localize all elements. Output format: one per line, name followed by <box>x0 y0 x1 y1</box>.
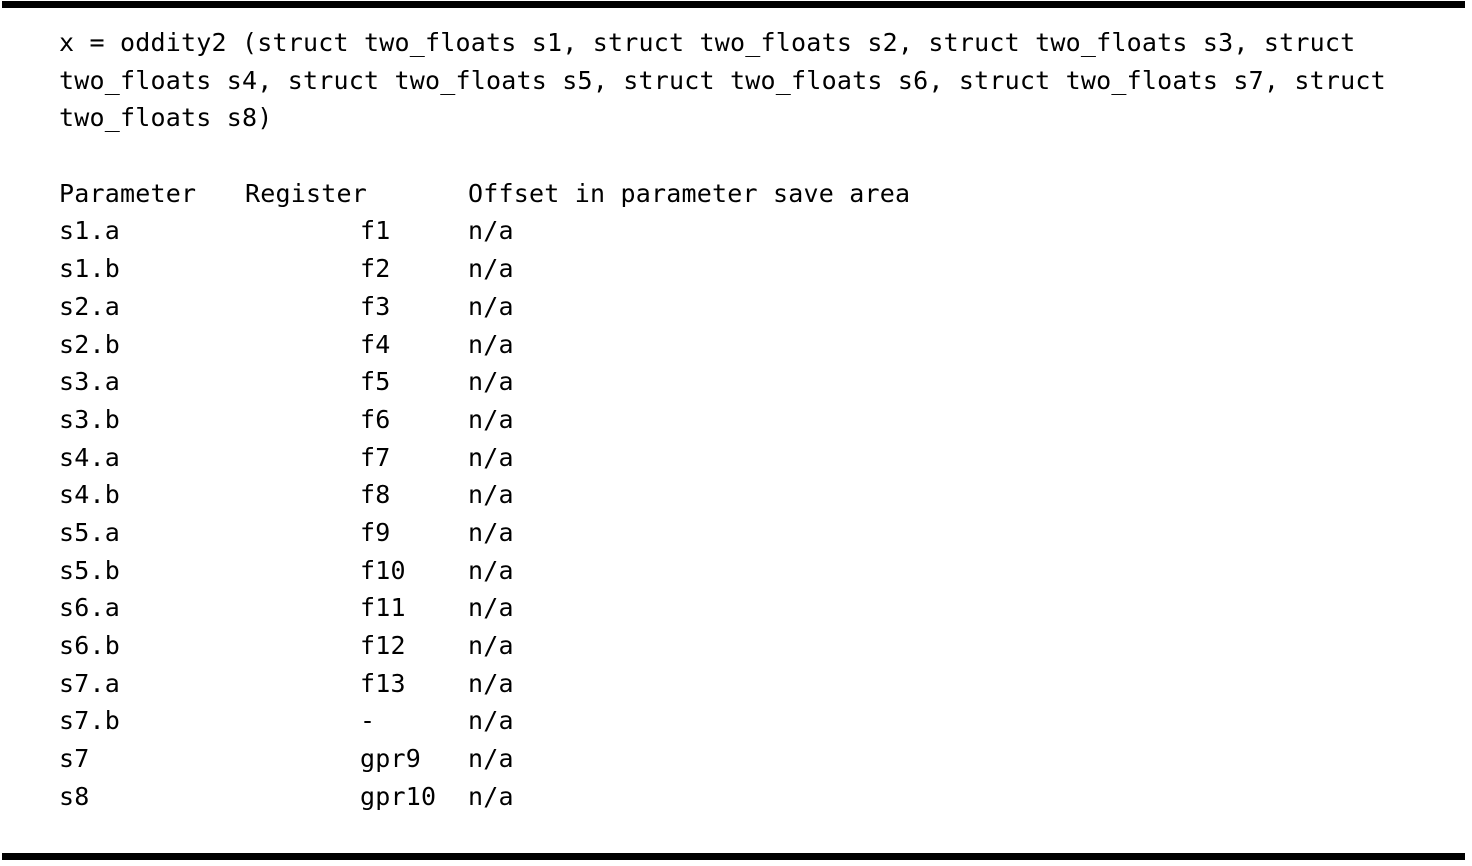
register-cell: f9 <box>360 517 391 547</box>
register-cell: f4 <box>360 329 391 359</box>
offset-cell: n/a <box>468 668 514 698</box>
parameter-cell: s7 <box>59 744 90 774</box>
column-header-parameter: Parameter <box>59 178 197 208</box>
parameter-cell: s1.a <box>59 216 121 246</box>
table-row: s6.b f12 n/a <box>59 627 1399 665</box>
register-cell: gpr9 <box>360 744 422 774</box>
register-cell: gpr10 <box>360 781 437 811</box>
offset-cell: n/a <box>468 480 514 510</box>
table-row: s3.b f6 n/a <box>59 401 1399 439</box>
table-row: s7.b - n/a <box>59 702 1399 740</box>
register-cell: f10 <box>360 555 406 585</box>
parameter-cell: s7.a <box>59 668 121 698</box>
offset-cell: n/a <box>468 254 514 284</box>
offset-cell: n/a <box>468 517 514 547</box>
table-row: s4.a f7 n/a <box>59 439 1399 477</box>
offset-cell: n/a <box>468 442 514 472</box>
table-header-row: Parameter Register Offset in parameter s… <box>59 175 1399 213</box>
parameter-cell: s4.a <box>59 442 121 472</box>
table-row: s6.a f11 n/a <box>59 589 1399 627</box>
parameter-cell: s3.a <box>59 367 121 397</box>
table-body: s1.a f1 n/a s1.b f2 n/a s2.a f3 n/a s2.b… <box>59 212 1399 815</box>
register-cell: f6 <box>360 404 391 434</box>
parameter-cell: s2.b <box>59 329 121 359</box>
code-example-figure: x = oddity2 (struct two_floats s1, struc… <box>59 24 1399 815</box>
table-row: s7.a f13 n/a <box>59 665 1399 703</box>
register-cell: f11 <box>360 593 406 623</box>
table-row: s1.a f1 n/a <box>59 212 1399 250</box>
table-row: s5.a f9 n/a <box>59 514 1399 552</box>
offset-cell: n/a <box>468 329 514 359</box>
table-row: s4.b f8 n/a <box>59 476 1399 514</box>
offset-cell: n/a <box>468 404 514 434</box>
parameter-cell: s7.b <box>59 706 121 736</box>
offset-cell: n/a <box>468 367 514 397</box>
offset-cell: n/a <box>468 744 514 774</box>
parameter-cell: s6.a <box>59 593 121 623</box>
table-row: s1.b f2 n/a <box>59 250 1399 288</box>
offset-cell: n/a <box>468 706 514 736</box>
register-cell: f1 <box>360 216 391 246</box>
register-cell: f13 <box>360 668 406 698</box>
table-row: s5.b f10 n/a <box>59 552 1399 590</box>
offset-cell: n/a <box>468 291 514 321</box>
register-cell: f5 <box>360 367 391 397</box>
table-row: s7 gpr9 n/a <box>59 740 1399 778</box>
table-row: s2.b f4 n/a <box>59 326 1399 364</box>
parameter-cell: s5.b <box>59 555 121 585</box>
table-row: s3.a f5 n/a <box>59 363 1399 401</box>
table-row: s8 gpr10 n/a <box>59 778 1399 816</box>
parameter-cell: s6.b <box>59 631 121 661</box>
offset-cell: n/a <box>468 216 514 246</box>
parameter-table: Parameter Register Offset in parameter s… <box>59 175 1399 816</box>
offset-cell: n/a <box>468 593 514 623</box>
register-cell: f2 <box>360 254 391 284</box>
register-cell: f3 <box>360 291 391 321</box>
parameter-cell: s2.a <box>59 291 121 321</box>
offset-cell: n/a <box>468 631 514 661</box>
parameter-cell: s4.b <box>59 480 121 510</box>
offset-cell: n/a <box>468 781 514 811</box>
column-header-register: Register <box>245 178 368 208</box>
table-row: s2.a f3 n/a <box>59 288 1399 326</box>
register-cell: - <box>360 706 376 736</box>
parameter-cell: s5.a <box>59 517 121 547</box>
parameter-cell: s1.b <box>59 254 121 284</box>
register-cell: f7 <box>360 442 391 472</box>
bottom-rule <box>2 853 1465 860</box>
column-header-offset: Offset in parameter save area <box>468 178 911 208</box>
offset-cell: n/a <box>468 555 514 585</box>
top-rule <box>2 1 1465 8</box>
register-cell: f8 <box>360 480 391 510</box>
register-cell: f12 <box>360 631 406 661</box>
parameter-cell: s3.b <box>59 404 121 434</box>
function-signature: x = oddity2 (struct two_floats s1, struc… <box>59 28 1386 133</box>
parameter-cell: s8 <box>59 781 90 811</box>
